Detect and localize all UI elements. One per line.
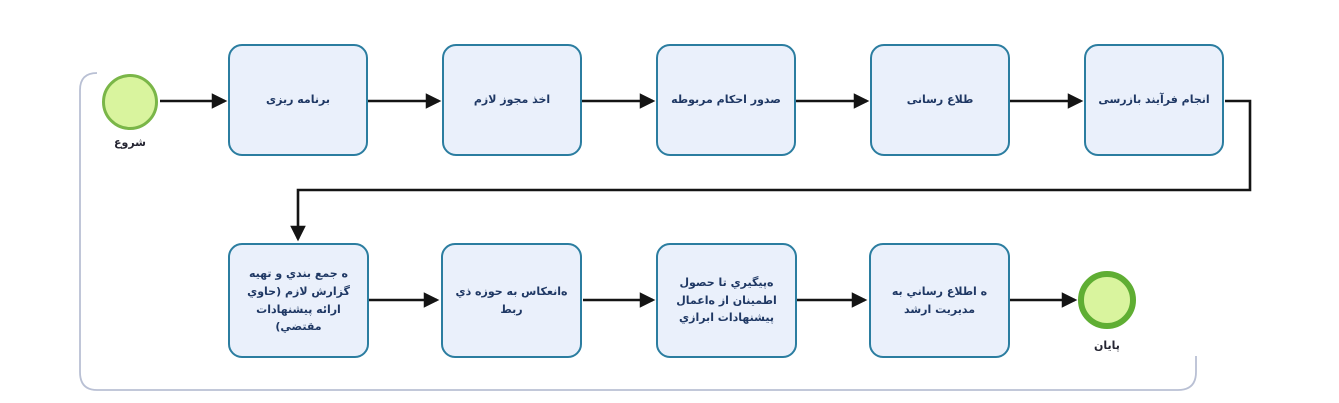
task-inspection-process: انجام فرآيند بازرسی — [1084, 44, 1224, 156]
task-issue-orders: صدور احكام مربوطه — [656, 44, 796, 156]
task-obtain-permit: اخذ مجوز لازم — [442, 44, 582, 156]
start-event-circle — [102, 74, 158, 130]
task-planning: برنامه ريزی — [228, 44, 368, 156]
task-inform-senior-management: ه اطلاع رساني به مديريت ارشد — [869, 243, 1010, 358]
end-event-circle — [1078, 271, 1136, 329]
task-compile-report: ه جمع بندي و تهيه گزارش لازم (حاوي ارائه… — [228, 243, 369, 358]
task-reflect-to-unit: ه‌انعكاس به حوزه ذي ربط — [441, 243, 582, 358]
task-inform: طلاع رسانی — [870, 44, 1010, 156]
start-event-label: شروع — [113, 136, 146, 149]
end-event-label: پايان — [1094, 339, 1120, 352]
group-frame — [79, 72, 1197, 391]
arrow-inspection-to-report — [290, 99, 1252, 242]
task-follow-up: ه‌پيگيري تا حصول اطمينان از ه‌اعمال پيشن… — [656, 243, 797, 358]
